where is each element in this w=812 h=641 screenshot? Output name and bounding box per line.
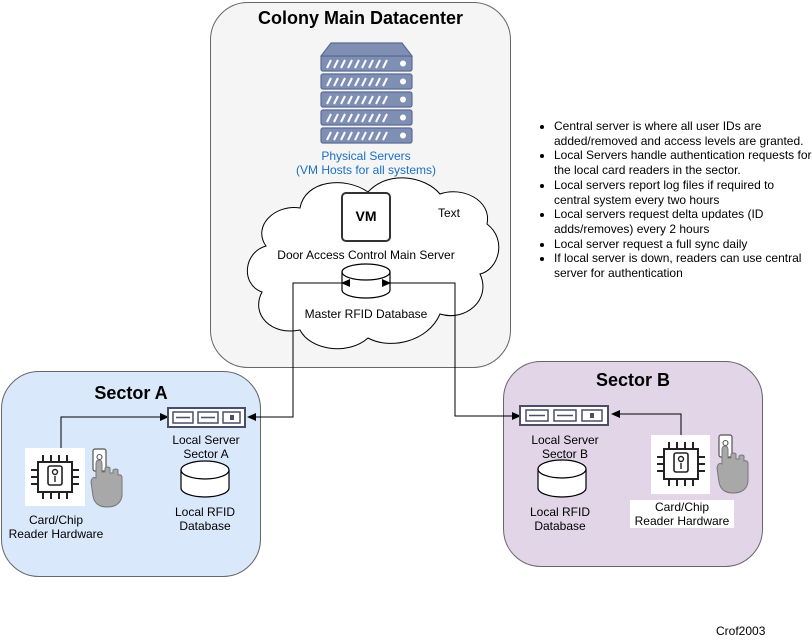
sector-a-chip-reader-icon bbox=[25, 448, 85, 506]
connector-master-to-sector-b bbox=[382, 279, 521, 420]
credit-label: Crof2003 bbox=[716, 624, 766, 638]
connectors bbox=[60, 279, 682, 448]
vm-icon bbox=[341, 192, 391, 242]
sector-b-db-label-line1: Local RFID bbox=[529, 505, 591, 519]
servers-label: Physical Servers (VM Hosts for all syste… bbox=[266, 149, 466, 177]
master-db-label: Master RFID Database bbox=[304, 307, 428, 321]
sector-b-db-label-line2: Database bbox=[534, 519, 586, 533]
sector-a-server-label-line1: Local Server bbox=[172, 433, 240, 447]
sector-b-server-label-line1: Local Server bbox=[531, 433, 599, 447]
notes-list: Central server is where all user IDs are… bbox=[538, 119, 812, 281]
sector-a-hand-card-icon bbox=[90, 448, 123, 508]
sector-b-server-label-line2: Sector B bbox=[541, 447, 589, 461]
vm-label: VM bbox=[355, 208, 377, 224]
sector-b-reader-label-line2: Reader Hardware bbox=[634, 514, 730, 528]
sector-a-title: Sector A bbox=[94, 383, 168, 403]
note-item: Local server request a full sync daily bbox=[554, 237, 812, 252]
sector-b-hand-card-icon bbox=[716, 434, 749, 494]
note-item: Local servers report log files if requir… bbox=[554, 178, 812, 207]
note-item: Central server is where all user IDs are… bbox=[554, 119, 812, 148]
sector-b-database-icon bbox=[537, 459, 587, 498]
sector-a-server-icon bbox=[167, 407, 246, 428]
sector-a-db-label-line1: Local RFID bbox=[174, 505, 236, 519]
sector-a-db-label: Local RFID Database bbox=[155, 505, 255, 533]
sector-a-db-label-line2: Database bbox=[179, 519, 231, 533]
master-database-icon bbox=[341, 263, 391, 299]
sector-a-database-icon bbox=[180, 460, 230, 498]
sector-b-reader-label-line1: Card/Chip bbox=[654, 500, 710, 514]
connector-reader-a-to-server-a bbox=[60, 413, 169, 448]
sector-a-server-label: Local Server Sector A bbox=[156, 433, 256, 461]
sector-b-server-label: Local Server Sector B bbox=[515, 433, 615, 461]
servers-label-line2: (VM Hosts for all systems) bbox=[295, 163, 436, 177]
servers-label-line1: Physical Servers bbox=[321, 149, 411, 163]
sector-a-server-label-line2: Sector A bbox=[183, 447, 229, 461]
sector-a-reader-label-line2: Reader Hardware bbox=[8, 527, 104, 541]
cloud-text-label: Text bbox=[438, 206, 461, 220]
main-server-label: Door Access Control Main Server bbox=[277, 248, 455, 262]
sector-b-chip-reader-icon bbox=[651, 435, 710, 494]
sector-a-reader-label-line1: Card/Chip bbox=[28, 513, 84, 527]
sector-b-reader-label: Card/Chip Reader Hardware bbox=[630, 500, 734, 528]
sector-b-title: Sector B bbox=[595, 370, 671, 390]
note-item: Local servers request delta updates (ID … bbox=[554, 207, 812, 236]
connector-master-to-sector-a bbox=[247, 279, 350, 421]
sector-b-db-label: Local RFID Database bbox=[510, 505, 610, 533]
note-item: Local Servers handle authentication requ… bbox=[554, 148, 812, 177]
datacenter-title: Colony Main Datacenter bbox=[257, 8, 464, 28]
connector-reader-b-to-server-b bbox=[611, 410, 682, 435]
note-item: If local server is down, readers can use… bbox=[554, 251, 812, 280]
server-rack-icon bbox=[319, 42, 414, 144]
sector-b-server-icon bbox=[519, 405, 609, 426]
sector-a-reader-label: Card/Chip Reader Hardware bbox=[4, 513, 108, 541]
